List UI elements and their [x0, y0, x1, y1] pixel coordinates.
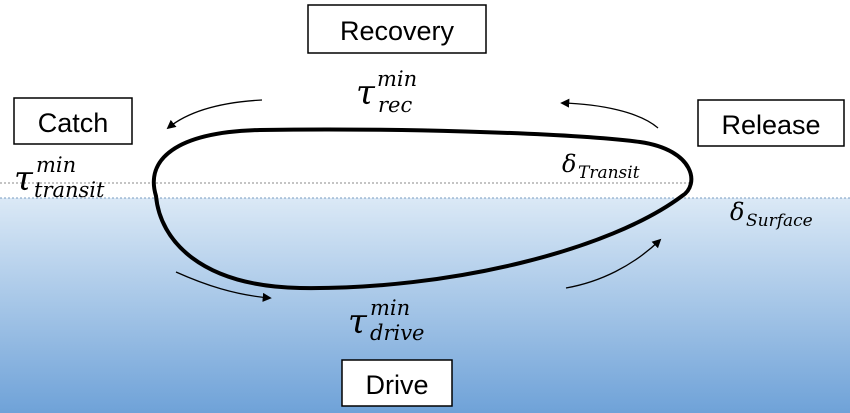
drive-box: Drive [341, 359, 453, 407]
tau-drive-superscript: min [370, 296, 410, 320]
tau-rec-min-symbol: τ min rec [356, 67, 417, 117]
recovery-label: Recovery [340, 16, 455, 46]
drive-right-arrow [565, 238, 662, 289]
tau-transit-subscript: transit [34, 178, 105, 202]
delta-surface-subscript: Surface [746, 211, 813, 231]
recovery-box: Recovery [307, 4, 487, 54]
catch-box: Catch [13, 97, 133, 145]
recovery-right-arrow [560, 98, 659, 129]
drive-label: Drive [365, 370, 428, 400]
tau-transit-superscript: min [36, 153, 76, 177]
tau-transit-symbol: τ [14, 159, 34, 199]
tau-rec-subscript: rec [378, 93, 412, 117]
tau-drive-symbol: τ [348, 302, 368, 342]
stroke-loop-path [151, 127, 694, 291]
tau-rec-symbol: τ [356, 73, 376, 113]
tau-transit-min-symbol: τ min transit [14, 153, 105, 202]
delta-transit-letter: δ [562, 150, 576, 178]
tau-drive-subscript: drive [370, 321, 425, 345]
tau-rec-superscript: min [377, 67, 417, 91]
delta-transit-symbol: δ Transit [562, 150, 640, 183]
delta-surface-symbol: δ Surface [730, 198, 813, 231]
catch-label: Catch [38, 108, 109, 138]
release-box: Release [697, 99, 845, 147]
recovery-left-arrow [166, 99, 263, 130]
tau-drive-min-symbol: τ min drive [348, 296, 425, 345]
drive-left-arrow [175, 271, 272, 302]
delta-transit-subscript: Transit [578, 163, 640, 183]
delta-surface-letter: δ [730, 198, 744, 226]
release-label: Release [721, 110, 820, 140]
